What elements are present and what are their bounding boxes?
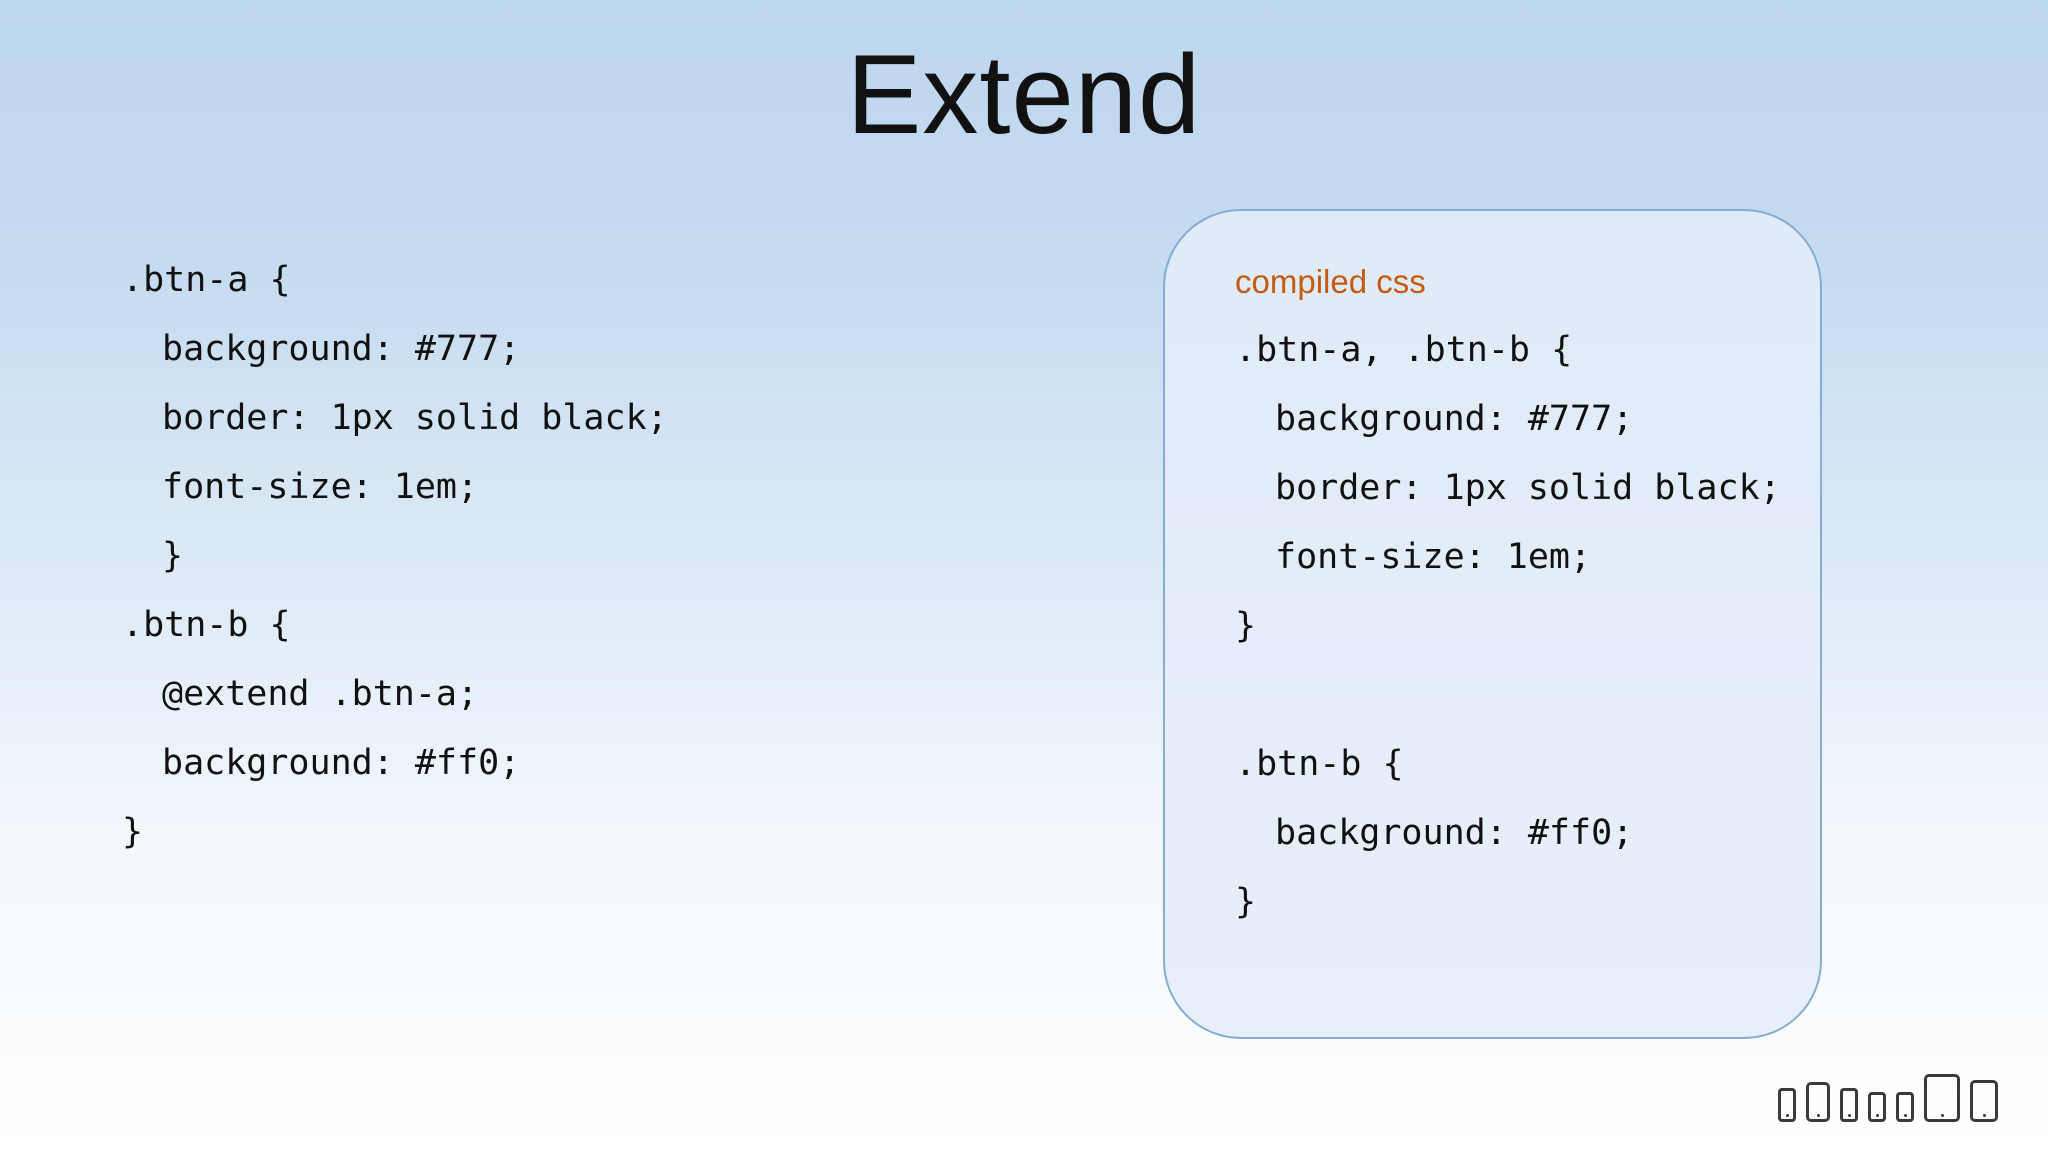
code-line — [1235, 661, 1815, 730]
tablet-icon — [1970, 1080, 1998, 1122]
phone-icon — [1778, 1088, 1796, 1122]
code-line: .btn-a { — [122, 260, 291, 300]
scss-source-code: .btn-a { background: #777; border: 1px s… — [122, 246, 1022, 867]
phone-icon — [1896, 1092, 1914, 1122]
code-line: } — [1235, 606, 1257, 646]
code-line: background: #777; — [1275, 399, 1634, 439]
code-line: } — [162, 536, 184, 576]
phone-icon — [1840, 1088, 1858, 1122]
phone-icon — [1868, 1092, 1886, 1122]
code-line: font-size: 1em; — [1275, 537, 1592, 577]
code-line: border: 1px solid black; — [1275, 468, 1781, 508]
code-line: border: 1px solid black; — [162, 398, 668, 438]
code-line: } — [1235, 882, 1257, 922]
code-line: } — [122, 812, 144, 852]
phone-icon — [1806, 1082, 1830, 1122]
device-icons — [1778, 1074, 1998, 1122]
compiled-css-label: compiled css — [1235, 263, 1426, 300]
code-line: background: #777; — [162, 329, 521, 369]
compiled-css-panel: compiled css .btn-a, .btn-b { background… — [1163, 209, 1822, 1039]
code-line: @extend .btn-a; — [162, 674, 479, 714]
code-line: .btn-b { — [1235, 744, 1404, 784]
tablet-icon — [1924, 1074, 1960, 1122]
slide-title: Extend — [846, 32, 1202, 157]
code-line: .btn-a, .btn-b { — [1235, 330, 1573, 370]
code-line: .btn-b { — [122, 605, 291, 645]
code-line: background: #ff0; — [162, 743, 521, 783]
code-line: background: #ff0; — [1275, 813, 1634, 853]
code-line: font-size: 1em; — [162, 467, 479, 507]
